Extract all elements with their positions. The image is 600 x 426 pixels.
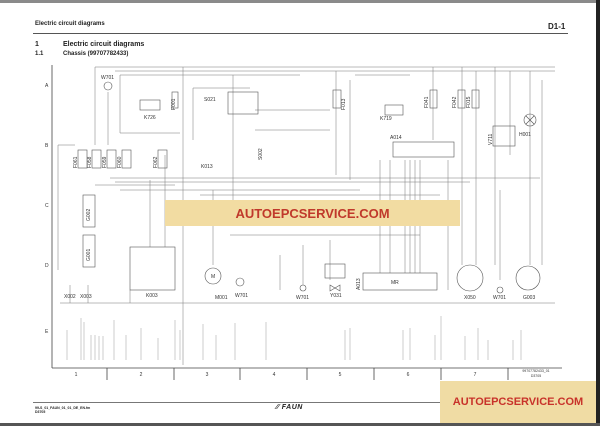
row-labels: A B C D E: [45, 83, 49, 335]
footer-doc-code-line2: D3705: [35, 410, 46, 414]
label-v711: V711: [488, 133, 494, 145]
label-f060: F060: [117, 156, 123, 168]
label-mr: MR: [391, 280, 399, 286]
label-k726: K726: [144, 115, 156, 121]
header-divider: [33, 33, 568, 34]
label-a013: A013: [356, 278, 362, 290]
sensor-w701-symbol: [103, 81, 113, 91]
page-right-border: [596, 0, 600, 426]
label-motor-m: M: [211, 274, 215, 280]
header-section-title: Electric circuit diagrams: [35, 21, 105, 27]
component-labels: W701 K726 F001 S021 K013 S002 F013 K719 …: [64, 75, 535, 301]
watermark-bottom-text: AUTOEPCSERVICE.COM: [452, 396, 584, 408]
label-f062: F062: [153, 156, 159, 168]
drawing-revision: D3705: [531, 374, 541, 378]
heading-2-number: 1.1: [35, 51, 44, 57]
label-w701-d3: W701: [235, 293, 248, 299]
diagram-frame: [51, 65, 562, 380]
footer-doc-code: 99-S_01_FAUN_01_01_DE_EN.fm D3705: [35, 406, 90, 414]
column-label-6: 6: [407, 372, 410, 378]
label-f061: F061: [73, 156, 79, 168]
column-label-1: 1: [75, 372, 78, 378]
label-k003: K003: [146, 293, 158, 299]
battery-g001-box: [82, 234, 96, 268]
row-label-e: E: [45, 329, 49, 335]
label-k719: K719: [380, 116, 392, 122]
row-label-a: A: [45, 83, 49, 89]
label-x002: X002: [64, 294, 76, 300]
label-f013: F013: [341, 98, 347, 110]
relay-k726-coil: [139, 99, 161, 111]
fuse-f001: [171, 91, 179, 109]
page-bottom-border: [0, 423, 600, 426]
label-f042: F042: [452, 96, 458, 108]
watermark-banner: AUTOEPCSERVICE.COM: [165, 200, 460, 226]
heading-2: Chassis (99707782433): [63, 51, 129, 57]
footer-divider: [33, 402, 553, 403]
watermark-banner-bottom[interactable]: AUTOEPCSERVICE.COM: [440, 381, 596, 423]
row-label-d: D: [45, 263, 49, 269]
label-f059: F059: [102, 156, 108, 168]
label-w701-d7: W701: [493, 295, 506, 301]
column-labels: 1 2 3 4 5 6 7 99707782433_01 D3705: [75, 369, 550, 378]
column-label-4: 4: [273, 372, 276, 378]
label-s002: S002: [258, 148, 264, 160]
label-f058: F058: [87, 156, 93, 168]
label-f041: F041: [424, 96, 430, 108]
header-page-id: D1-1: [548, 22, 566, 31]
battery-g002-box: [82, 194, 96, 228]
legend-row-e: [66, 316, 522, 360]
label-f001: F001: [171, 98, 177, 110]
component-shapes: [77, 81, 541, 294]
module-a014-box: [392, 141, 455, 158]
label-x003: X003: [80, 294, 92, 300]
label-w701-d4: W701: [296, 295, 309, 301]
faun-logo: ⁄⁄ FAUN: [276, 404, 303, 411]
label-h001: H001: [519, 132, 531, 138]
label-s021: S021: [204, 97, 216, 103]
label-m001: M001: [215, 295, 228, 301]
faun-logo-mark-icon: ⁄⁄: [276, 404, 282, 411]
column-label-3: 3: [206, 372, 209, 378]
label-w701-top: W701: [101, 75, 114, 81]
heading-1: Electric circuit diagrams: [63, 41, 145, 48]
label-g001: G001: [86, 249, 92, 261]
watermark-text: AUTOEPCSERVICE.COM: [235, 205, 390, 221]
row-label-c: C: [45, 203, 49, 209]
module-a013-box: [362, 272, 438, 291]
label-g002: G002: [86, 209, 92, 221]
motor-m001-symbol: [204, 267, 222, 285]
generator-g003-symbol: [515, 265, 541, 291]
heading-1-number: 1: [35, 41, 39, 48]
column-label-7: 7: [474, 372, 477, 378]
drawing-number: 99707782433_01: [522, 369, 549, 373]
label-a014: A014: [390, 135, 402, 141]
row-label-b: B: [45, 143, 49, 149]
column-label-2: 2: [140, 372, 143, 378]
label-y031: Y031: [330, 293, 342, 299]
connector-x050-symbol: [456, 264, 484, 292]
page-top-border: [0, 0, 600, 3]
relay-k003-box: [129, 246, 176, 291]
column-label-5: 5: [339, 372, 342, 378]
footer-doc-code-line1: 99-S_01_FAUN_01_01_DE_EN.fm: [35, 406, 91, 410]
label-k013: K013: [201, 164, 213, 170]
switch-s021-body: [227, 91, 259, 115]
label-f015: F015: [466, 96, 472, 108]
faun-logo-text: FAUN: [281, 404, 303, 411]
label-x050: X050: [464, 295, 476, 301]
label-g003: G003: [523, 295, 535, 301]
